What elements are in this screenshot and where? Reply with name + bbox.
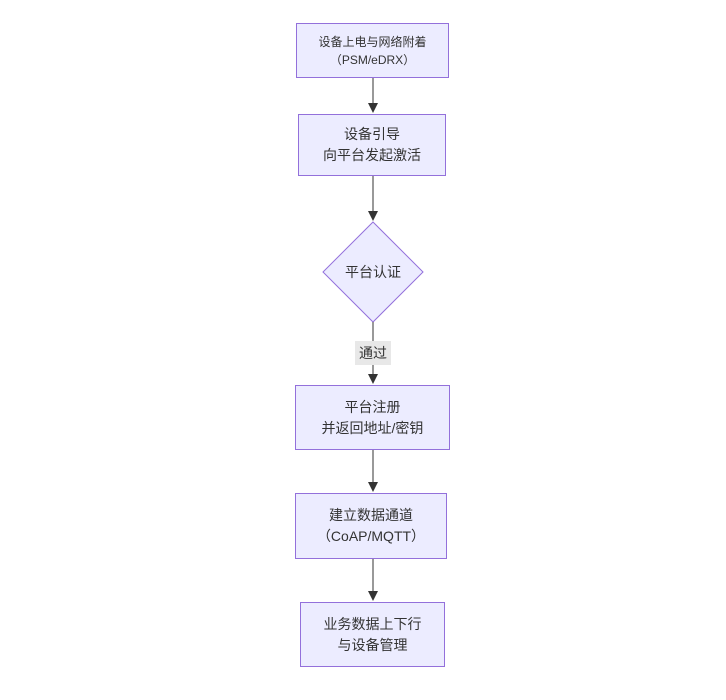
node-text-line: 设备上电与网络附着 [318,34,427,49]
node-device-power-network-attach: 设备上电与网络附着 （PSM/eDRX） [296,23,449,78]
node-text-line: 业务数据上下行 [323,615,422,632]
arrowhead-down-icon [368,103,378,113]
node-text-line: （PSM/eDRX） [329,52,416,67]
node-text-line: 设备引导 [344,126,400,142]
node-text-line: 向平台发起激活 [323,147,421,163]
node-text-line: 并返回地址/密钥 [321,419,424,436]
node-business-data-device-management: 业务数据上下行 与设备管理 [300,602,445,667]
decision-platform-auth: 平台认证 [345,264,401,280]
arrowhead-down-icon [368,211,378,221]
arrowhead-down-icon [368,482,378,492]
node-text-line: 与设备管理 [337,636,408,653]
arrowhead-down-icon [368,374,378,384]
node-platform-register: 平台注册 并返回地址/密钥 [295,385,450,450]
edge-label-pass: 通过 [355,341,391,365]
arrowhead-down-icon [368,591,378,601]
node-establish-data-channel: 建立数据通道 （CoAP/MQTT） [295,493,447,559]
node-text-line: 平台注册 [344,398,401,415]
node-device-bootstrap-activate: 设备引导 向平台发起激活 [298,114,446,176]
node-text-line: （CoAP/MQTT） [316,528,426,544]
node-text-line: 建立数据通道 [329,507,413,523]
